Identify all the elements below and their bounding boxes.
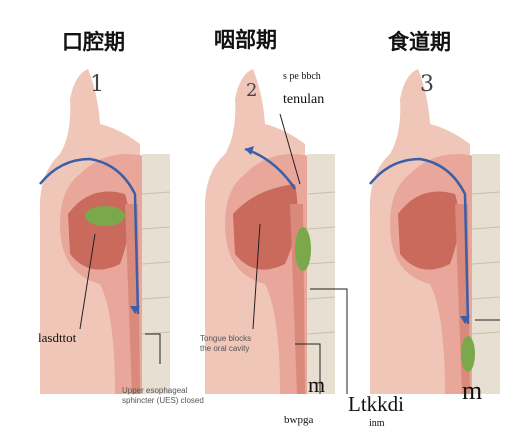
title-oral-phase: 口腔期 bbox=[62, 26, 125, 56]
label-ues-closed: Upper esophageal sphincter (UES) closed bbox=[122, 386, 204, 406]
food-bolus bbox=[461, 336, 475, 372]
label-m-right: m bbox=[462, 376, 482, 406]
label-m-middle: m bbox=[308, 372, 325, 398]
label-top-small: s pe bbch bbox=[283, 71, 321, 82]
label-tongue-blocks-line1: Tongue blocks bbox=[200, 334, 251, 344]
panel-number-1: 1 bbox=[90, 72, 104, 97]
food-bolus bbox=[295, 227, 311, 271]
label-tenulan: tenulan bbox=[283, 92, 324, 108]
label-ltkkdi: Ltkkdi bbox=[348, 392, 404, 417]
panel-number-2: 2 bbox=[246, 80, 257, 101]
title-esophageal-phase: 食道期 bbox=[388, 26, 451, 56]
label-tongue-blocks: Tongue blocks the oral cavity bbox=[200, 334, 251, 354]
label-ues-line2: sphincter (UES) closed bbox=[122, 396, 204, 406]
label-tongue-blocks-line2: the oral cavity bbox=[200, 344, 251, 354]
label-ues-line1: Upper esophageal bbox=[122, 386, 204, 396]
panel-number-3: 3 bbox=[420, 72, 434, 97]
label-bwpga: bwpga bbox=[284, 414, 313, 426]
title-pharyngeal-phase: 咽部期 bbox=[214, 24, 277, 54]
label-inm: inm bbox=[369, 418, 385, 429]
esophageal-phase-anatomy bbox=[350, 64, 508, 394]
label-lasdttot: lasdttot bbox=[38, 330, 76, 346]
food-bolus bbox=[85, 206, 125, 226]
panel-esophageal-phase bbox=[350, 64, 508, 394]
